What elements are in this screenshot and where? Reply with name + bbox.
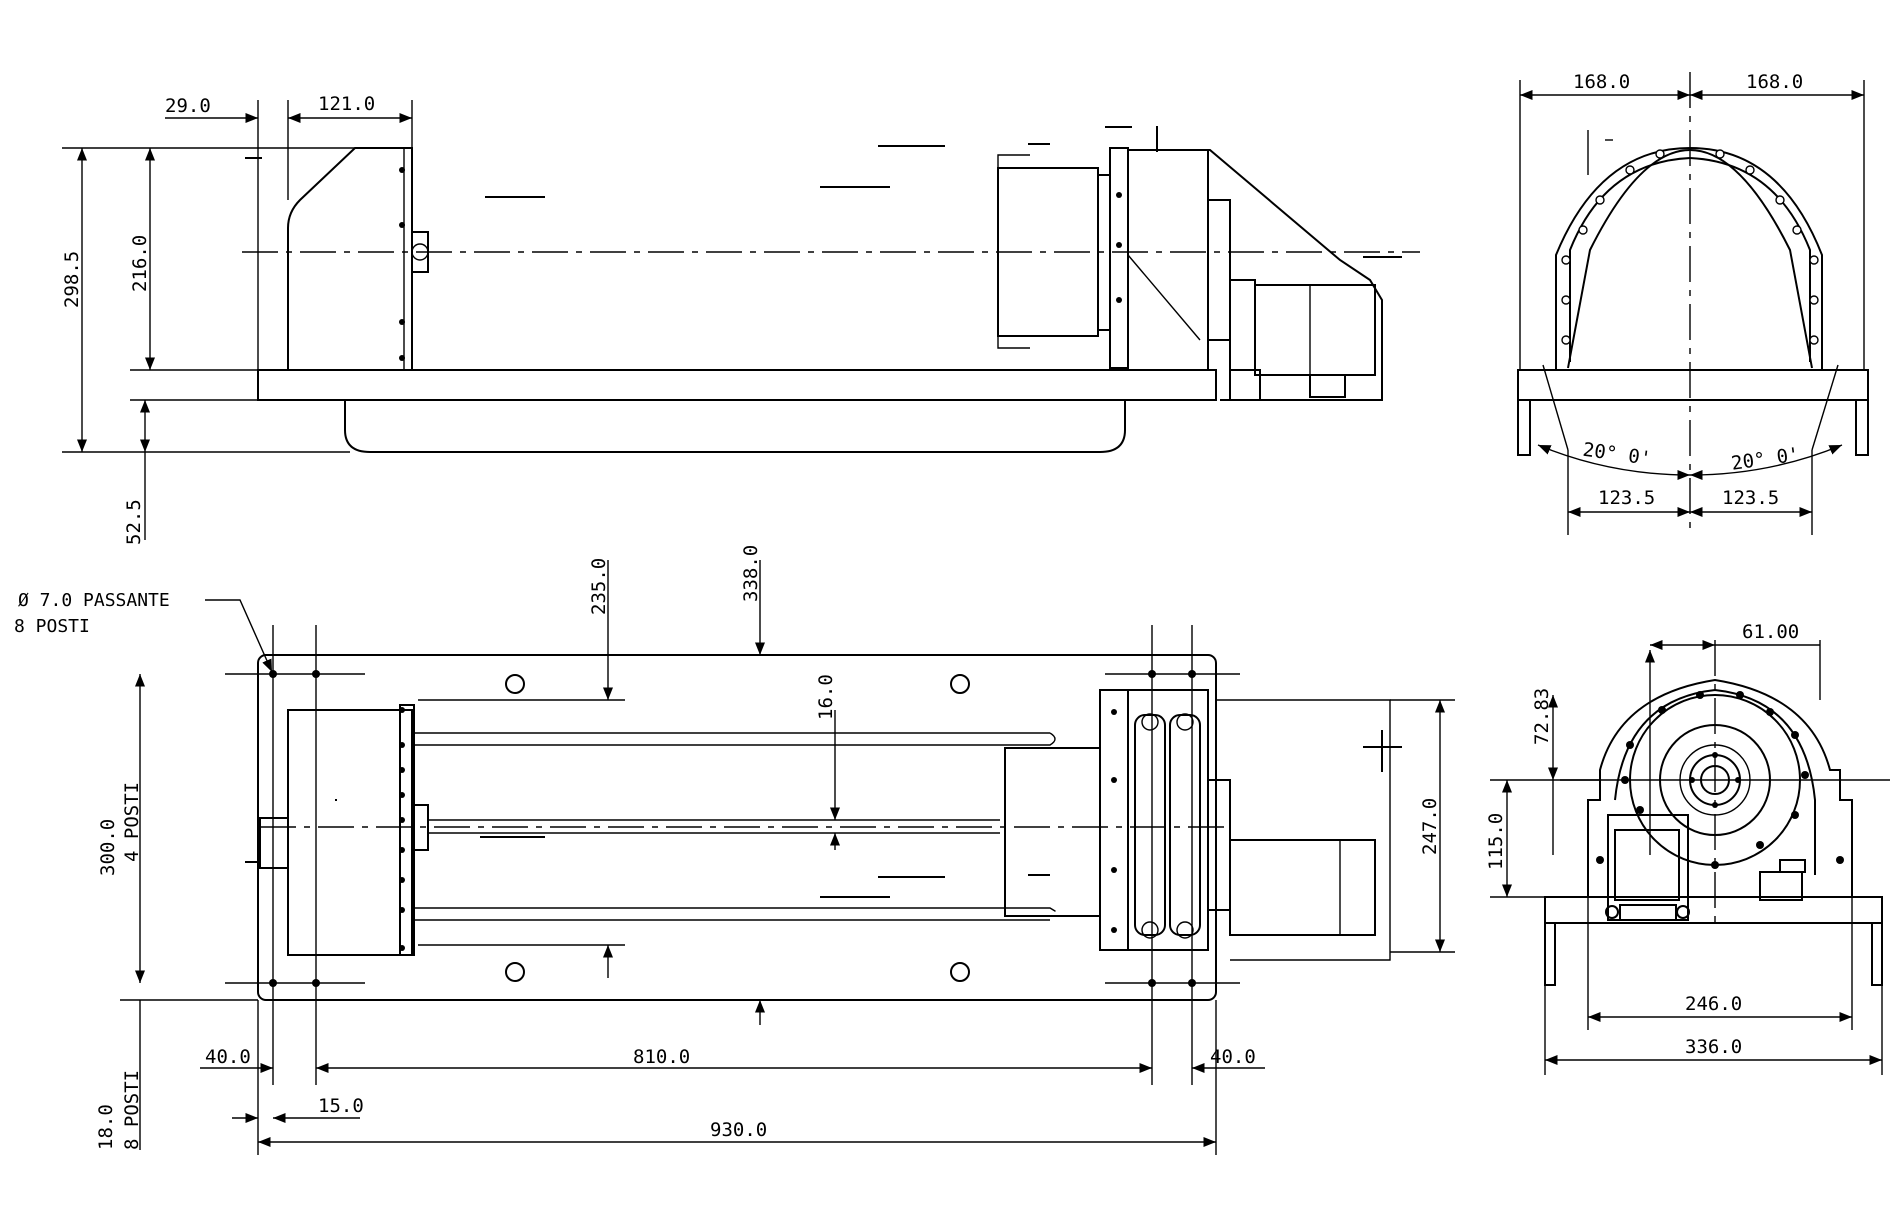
- dim-216: 216.0: [129, 235, 151, 292]
- hole-note-line2: 8 POSTI: [14, 616, 90, 637]
- side-view: 29.0 121.0 298.5 216.0 52.5: [61, 93, 1420, 545]
- dim-16: 16.0: [815, 674, 837, 720]
- dim-338: 338.0: [740, 545, 762, 602]
- dim-15: 15.0: [318, 1095, 364, 1117]
- dim-298: 298.5: [61, 251, 83, 308]
- dim-930: 930.0: [710, 1119, 767, 1141]
- dim-300: 300.0: [97, 819, 119, 876]
- dim-300-posti: 4 POSTI: [121, 782, 143, 862]
- dim-247: 247.0: [1419, 798, 1441, 855]
- dim-40-left: 40.0: [205, 1046, 251, 1068]
- angle-20-left: 20° 0': [1581, 439, 1652, 470]
- dim-246: 246.0: [1685, 993, 1742, 1015]
- dim-336: 336.0: [1685, 1036, 1742, 1058]
- angle-20-right: 20° 0': [1730, 444, 1801, 475]
- dim-18-posti: 8 POSTI: [121, 1070, 143, 1150]
- dim-40-right: 40.0: [1210, 1046, 1256, 1068]
- top-view: Ø 7.0 PASSANTE 8 POSTI 235.0 338.0 16.0 …: [14, 545, 1455, 1155]
- dim-52: 52.5: [123, 499, 145, 545]
- front-view: 168.0 168.0 20° 0' 20° 0' 123.5 123.5: [1517, 71, 1869, 535]
- dim-121: 121.0: [318, 93, 375, 115]
- dim-123-left: 123.5: [1598, 487, 1655, 509]
- dim-72: 72.83: [1531, 688, 1553, 745]
- dim-29: 29.0: [165, 95, 211, 117]
- dim-168-right: 168.0: [1746, 71, 1803, 93]
- dim-168-left: 168.0: [1573, 71, 1630, 93]
- dim-115: 115.0: [1485, 813, 1507, 870]
- end-view: 61.00 72.83 115.0 246.0 336.0: [1485, 621, 1890, 1075]
- dim-810: 810.0: [633, 1046, 690, 1068]
- hole-note-line1: Ø 7.0 PASSANTE: [18, 590, 170, 611]
- dim-61: 61.00: [1742, 621, 1799, 643]
- dim-123-right: 123.5: [1722, 487, 1779, 509]
- dim-235: 235.0: [588, 558, 610, 615]
- dim-18: 18.0: [95, 1104, 117, 1150]
